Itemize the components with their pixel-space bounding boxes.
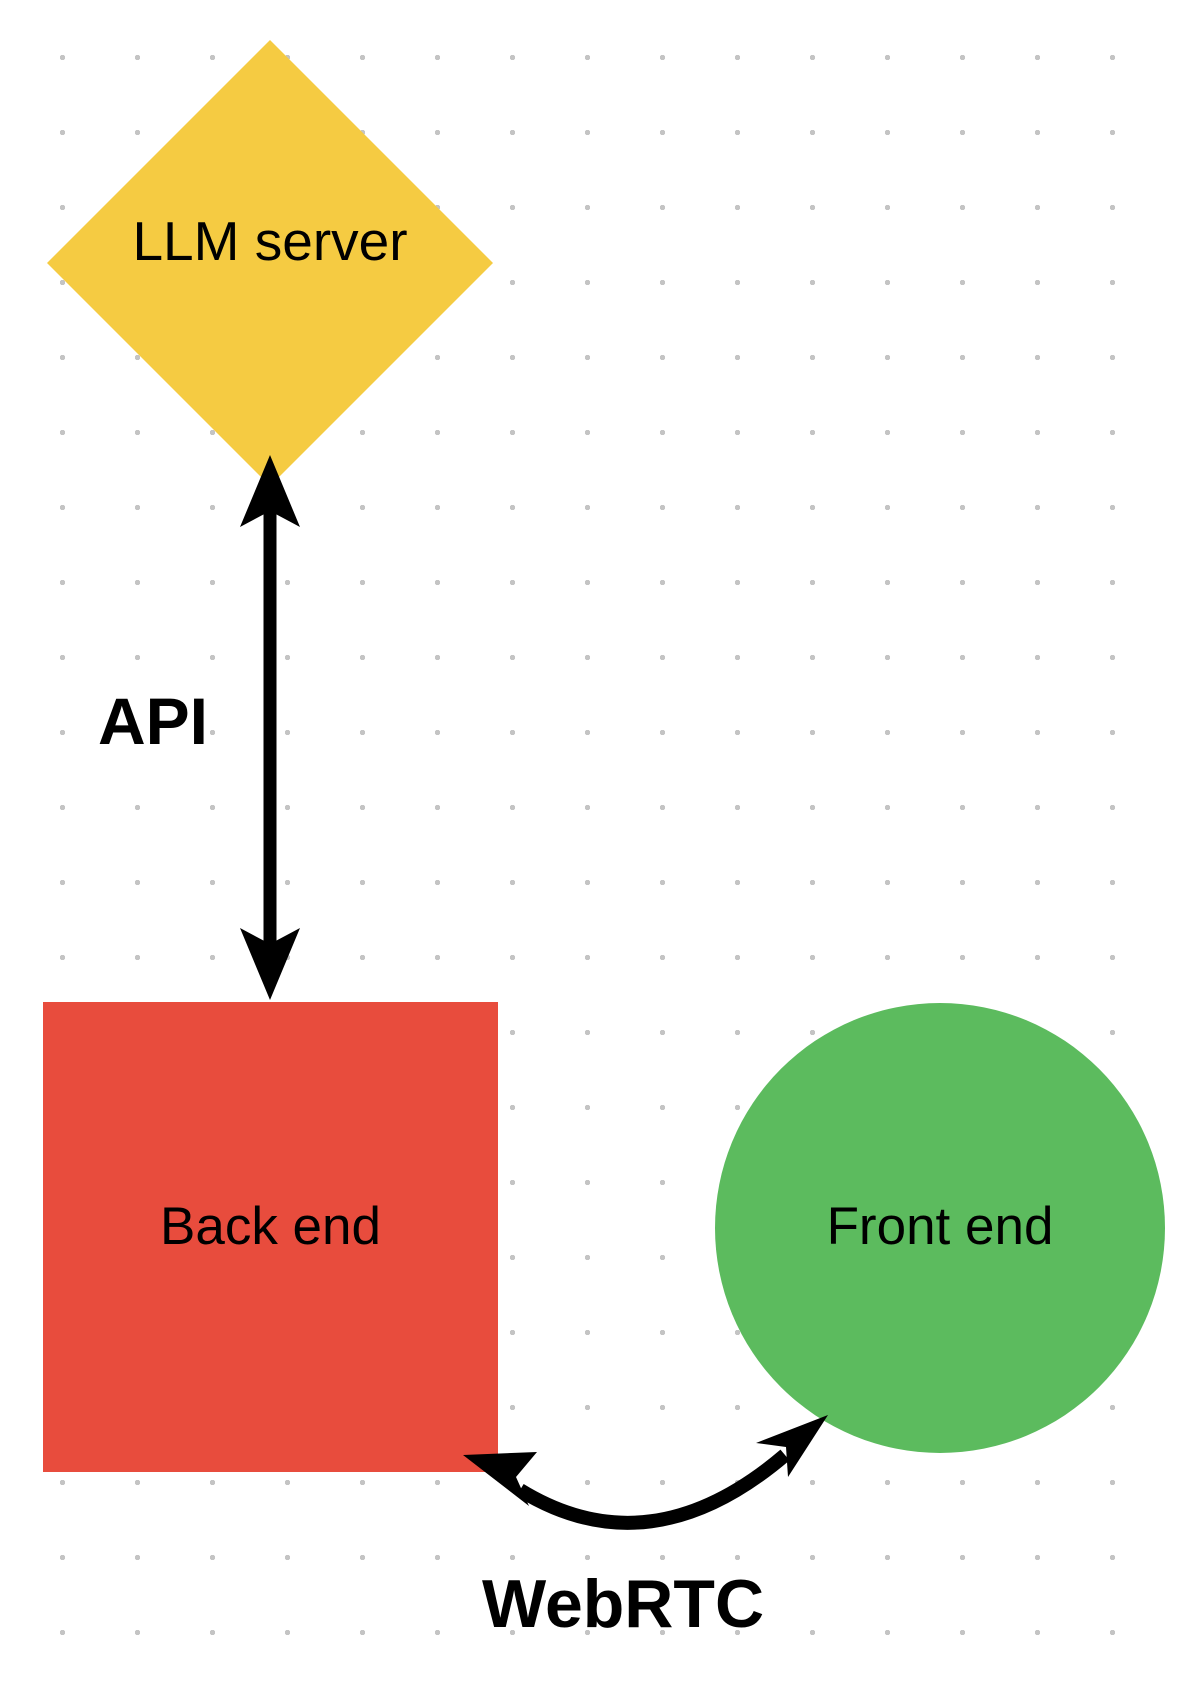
node-llm-server-shape[interactable] [47, 40, 493, 486]
edge-webrtc-arrowhead-left [463, 1452, 537, 1506]
edge-webrtc-arrow[interactable] [463, 1415, 828, 1530]
edge-api-label: API [98, 684, 209, 758]
node-front-end-shape[interactable] [715, 1003, 1165, 1453]
edge-webrtc-label: WebRTC [482, 1566, 765, 1642]
edge-webrtc-arrowhead-right [756, 1415, 828, 1477]
edge-api-arrowhead-up [240, 455, 300, 527]
edge-api-arrow[interactable] [240, 455, 300, 1000]
node-front-end-label: Front end [826, 1197, 1054, 1256]
edge-api-arrowhead-down [240, 928, 300, 1000]
node-back-end-label: Back end [160, 1197, 381, 1256]
node-back-end-shape[interactable] [43, 1002, 498, 1472]
node-llm-server-label: LLM server [132, 210, 408, 272]
